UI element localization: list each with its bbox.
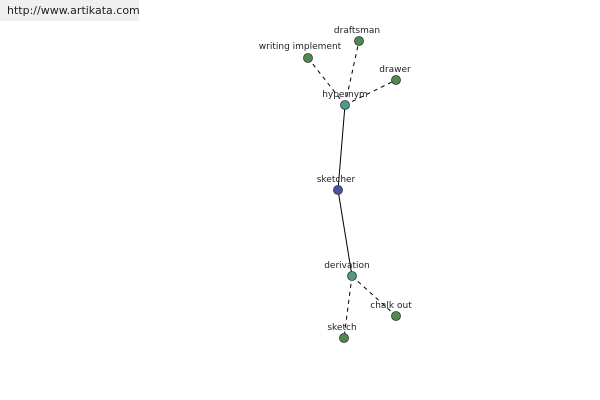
node-chalk-out[interactable]: [391, 311, 401, 321]
node-sketcher[interactable]: [333, 185, 343, 195]
site-url-banner[interactable]: http://www.artikata.com: [0, 0, 140, 21]
edge-derivation-to-sketch: [343, 275, 353, 339]
edge-sketcher-to-derivation: [337, 189, 353, 277]
node-label-writing-implement[interactable]: writing implement: [259, 42, 342, 52]
edge-hypernym-to-drawer: [344, 79, 397, 106]
edge-derivation-to-chalk-out: [351, 275, 397, 317]
nodes-layer: [303, 36, 401, 343]
node-derivation[interactable]: [347, 271, 357, 281]
node-label-drawer[interactable]: drawer: [379, 65, 411, 75]
edge-hypernym-to-draftsman: [344, 40, 360, 106]
node-label-sketch[interactable]: sketch: [327, 323, 356, 333]
node-hypernym[interactable]: [340, 100, 350, 110]
node-label-draftsman[interactable]: draftsman: [334, 26, 380, 36]
node-writing-implement[interactable]: [303, 53, 313, 63]
node-draftsman[interactable]: [354, 36, 364, 46]
edge-hypernym-to-writing-implement: [307, 57, 346, 106]
node-label-sketcher[interactable]: sketcher: [317, 175, 356, 185]
edge-sketcher-to-hypernym: [337, 104, 346, 191]
node-label-chalk-out[interactable]: chalk out: [370, 301, 412, 311]
node-drawer[interactable]: [391, 75, 401, 85]
node-label-derivation[interactable]: derivation: [324, 261, 370, 271]
edges-layer: [307, 40, 397, 339]
node-sketch[interactable]: [339, 333, 349, 343]
labels-layer: sketcher hypernym derivation writing implem…: [259, 26, 412, 333]
node-label-hypernym[interactable]: hypernym: [322, 90, 368, 100]
